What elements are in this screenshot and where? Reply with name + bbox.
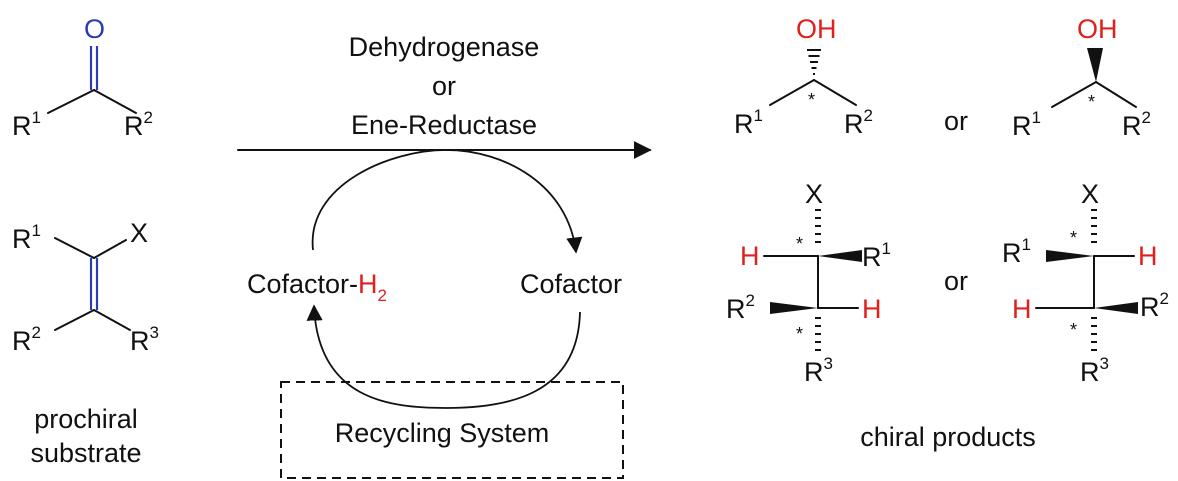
alkane-a-x: X bbox=[805, 179, 823, 209]
alkane-b-wedge-r2 bbox=[1094, 302, 1138, 314]
alkane-b-r2: R2 bbox=[1140, 289, 1169, 322]
alkane-a-wedge-r1 bbox=[818, 250, 862, 262]
alkene-bond-x bbox=[93, 239, 127, 259]
alkane-a-r2: R2 bbox=[726, 291, 755, 324]
alkane-a-r1: R1 bbox=[862, 239, 891, 272]
alkane-product-a: X * H R1 R2 H * R3 bbox=[726, 179, 891, 387]
alcohol-b-r1: R1 bbox=[1012, 108, 1041, 141]
alkane-a-hash-top bbox=[815, 209, 821, 243]
alkane-a-wedge-r2 bbox=[770, 302, 818, 314]
alcohol-b-wedge-bond bbox=[1087, 48, 1103, 82]
alkane-b-h-bottom: H bbox=[1012, 294, 1032, 324]
alkane-b-hash-top bbox=[1091, 209, 1097, 243]
alkane-b-wedge-r1 bbox=[1046, 250, 1094, 262]
alcohol-product-a: OH * R1 R2 bbox=[734, 14, 873, 139]
alkane-a-hash-bottom bbox=[815, 317, 821, 351]
alkane-a-r3: R3 bbox=[804, 354, 833, 387]
enzyme-label-line1: Dehydrogenase bbox=[349, 32, 540, 62]
cofactor-reduced-label: Cofactor-H2 bbox=[247, 269, 387, 305]
alkane-b-r3: R3 bbox=[1080, 354, 1109, 387]
alkene-r2: R2 bbox=[12, 323, 41, 356]
alcohol-b-bond-left bbox=[1051, 81, 1097, 108]
cofactor-cycle: Cofactor-H2 Cofactor Recycling System bbox=[247, 149, 624, 479]
alkane-a-h-bottom: H bbox=[862, 294, 882, 324]
alkane-b-x: X bbox=[1081, 179, 1099, 209]
alkane-b-h-top: H bbox=[1138, 241, 1158, 271]
ketone-r2: R2 bbox=[124, 108, 153, 141]
ketone-bond-right bbox=[93, 89, 137, 114]
ketone-oxygen-label: O bbox=[84, 14, 105, 44]
alkene-substrate: R1 X R2 R3 bbox=[12, 218, 159, 356]
alkene-bond-r2 bbox=[54, 309, 95, 331]
alcohol-a-oh: OH bbox=[796, 14, 837, 44]
ketone-substrate: O R1 R2 bbox=[12, 14, 153, 141]
ketone-r1: R1 bbox=[12, 108, 41, 141]
alkene-r1: R1 bbox=[12, 221, 41, 254]
enzyme-label-line2: or bbox=[432, 71, 456, 101]
alkane-a-stereocenter-bottom: * bbox=[796, 324, 803, 344]
substrate-caption-line1: prochiral bbox=[34, 404, 138, 434]
alkene-bond-r1 bbox=[54, 237, 95, 259]
alcohol-a-bond-left bbox=[769, 79, 815, 106]
alcohol-a-r2: R2 bbox=[844, 106, 873, 139]
alkene-x: X bbox=[130, 218, 148, 248]
products-or-bottom: or bbox=[944, 266, 968, 296]
alcohol-a-bond-right bbox=[813, 79, 857, 106]
alkane-product-b: X * R1 H H R2 * R3 bbox=[1002, 179, 1169, 387]
recycling-system-box bbox=[280, 381, 624, 479]
alcohol-b-oh: OH bbox=[1077, 14, 1118, 44]
alkene-r3: R3 bbox=[130, 323, 159, 356]
alcohol-a-r1: R1 bbox=[734, 106, 763, 139]
alkane-a-stereocenter-top: * bbox=[796, 234, 803, 254]
products-or-top: or bbox=[944, 106, 968, 136]
products-caption: chiral products bbox=[860, 422, 1036, 452]
recycling-system-label: Recycling System bbox=[335, 418, 550, 448]
alkane-b-r1: R1 bbox=[1002, 235, 1031, 268]
alkane-a-h-top: H bbox=[740, 241, 760, 271]
alcohol-b-r2: R2 bbox=[1122, 108, 1151, 141]
cofactor-oxidized-label: Cofactor bbox=[520, 269, 622, 299]
ketone-bond-left bbox=[47, 89, 95, 114]
enzyme-label-line3: Ene-Reductase bbox=[351, 110, 537, 140]
alcohol-product-b: OH * R1 R2 bbox=[1012, 14, 1151, 141]
cycle-arrow-bottom bbox=[306, 304, 581, 409]
alkane-b-stereocenter-top: * bbox=[1070, 228, 1077, 248]
alcohol-a-hash-bond bbox=[807, 49, 821, 75]
reaction-arrow-group: Dehydrogenase or Ene-Reductase bbox=[237, 32, 652, 159]
alcohol-b-stereocenter: * bbox=[1088, 92, 1095, 112]
substrate-caption-line2: substrate bbox=[30, 438, 141, 468]
alkane-b-hash-bottom bbox=[1091, 317, 1097, 351]
alcohol-a-stereocenter: * bbox=[808, 90, 815, 110]
alcohol-b-bond-right bbox=[1095, 81, 1137, 108]
cycle-arrow-top bbox=[311, 149, 583, 254]
alkene-bond-r3 bbox=[93, 309, 131, 331]
alkane-b-stereocenter-bottom: * bbox=[1070, 320, 1077, 340]
